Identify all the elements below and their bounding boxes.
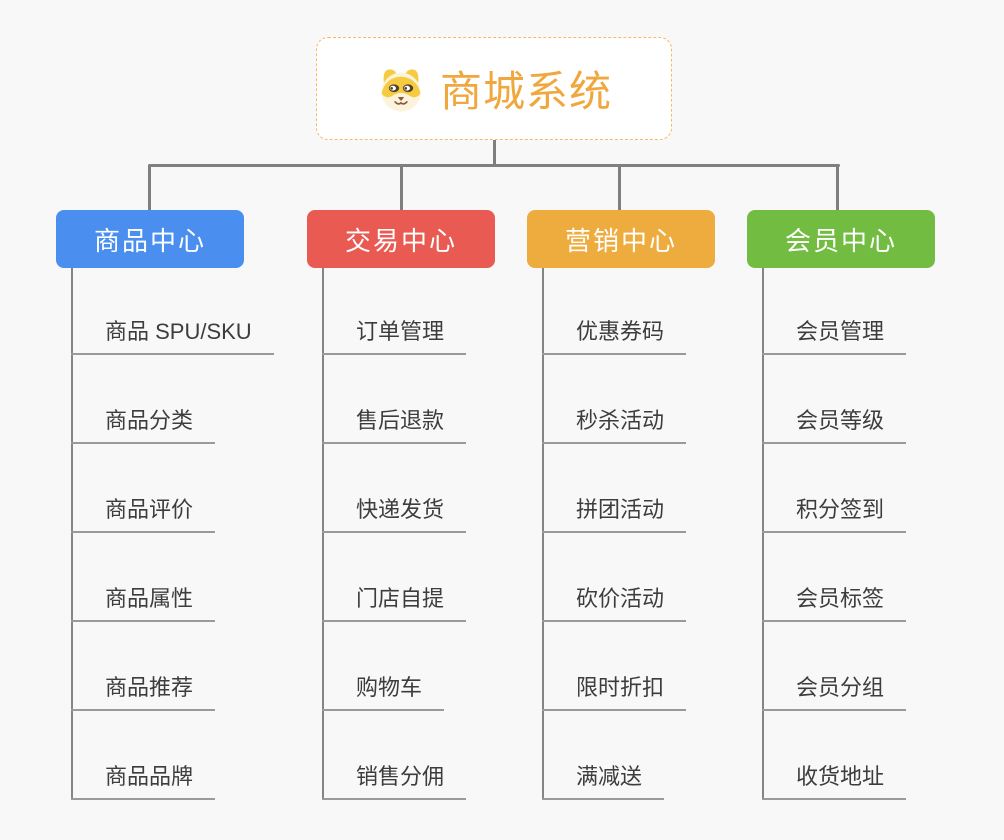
mindmap-node-item[interactable]: 销售分佣 [322, 758, 467, 800]
mindmap-node-item[interactable]: 积分签到 [762, 491, 907, 533]
branch-label: 商品中心 [93, 225, 206, 256]
mindmap-node-item[interactable]: 会员分组 [762, 669, 907, 711]
mindmap-node-item[interactable]: 满减送 [542, 758, 665, 800]
mindmap-node-item[interactable]: 商品品牌 [71, 758, 216, 800]
node-label: 快递发货 [356, 497, 445, 522]
branch-spine-line [71, 268, 73, 800]
mindmap-node-item[interactable]: 拼团活动 [542, 491, 687, 533]
node-label: 收货地址 [796, 764, 885, 789]
node-label: 拼团活动 [576, 497, 665, 522]
branch-label: 交易中心 [344, 225, 457, 256]
branch-header-product-center[interactable]: 商品中心 [56, 210, 244, 268]
mindmap-node-item[interactable]: 购物车 [322, 669, 445, 711]
mindmap-node-item[interactable]: 会员等级 [762, 402, 907, 444]
mindmap-node-item[interactable]: 限时折扣 [542, 669, 687, 711]
branch-member-center: 会员中心 会员管理 会员等级 积分签到 会员标签 会员分组 收货地址 [747, 210, 997, 810]
mindmap-node-item[interactable]: 商品属性 [71, 580, 216, 622]
node-label: 秒杀活动 [576, 408, 665, 433]
branch-label: 会员中心 [784, 225, 897, 256]
mindmap-node-item[interactable]: 砍价活动 [542, 580, 687, 622]
connector-drop [618, 166, 621, 210]
connector-drop [836, 166, 839, 210]
branch-label: 营销中心 [564, 225, 677, 256]
node-label: 商品品牌 [105, 764, 194, 789]
mindmap-node-item[interactable]: 商品 SPU/SKU [71, 313, 274, 355]
mindmap-node-item[interactable]: 优惠券码 [542, 313, 687, 355]
mindmap-node-item[interactable]: 门店自提 [322, 580, 467, 622]
root-title: 商城系统 [439, 68, 612, 115]
connector-horizontal-bar [148, 164, 840, 167]
node-label: 商品推荐 [105, 675, 194, 700]
mindmap-node-item[interactable]: 会员管理 [762, 313, 907, 355]
mindmap-node-item[interactable]: 订单管理 [322, 313, 467, 355]
branch-spine-line [762, 268, 764, 800]
branch-trade-center: 交易中心 订单管理 售后退款 快递发货 门店自提 购物车 销售分佣 [307, 210, 557, 810]
node-label: 商品评价 [105, 497, 194, 522]
mindmap-node-item[interactable]: 秒杀活动 [542, 402, 687, 444]
node-label: 商品属性 [105, 586, 194, 611]
mindmap-node-item[interactable]: 收货地址 [762, 758, 907, 800]
mindmap-node-item[interactable]: 售后退款 [322, 402, 467, 444]
branch-spine-line [542, 268, 544, 800]
node-label: 满减送 [576, 764, 643, 789]
branch-product-center: 商品中心 商品 SPU/SKU 商品分类 商品评价 商品属性 商品推荐 商品品牌 [56, 210, 306, 810]
node-label: 售后退款 [356, 408, 445, 433]
node-label: 购物车 [356, 675, 423, 700]
node-label: 积分签到 [796, 497, 885, 522]
branch-header-marketing-center[interactable]: 营销中心 [527, 210, 715, 268]
mindmap-node-item[interactable]: 商品分类 [71, 402, 216, 444]
mindmap-node-item[interactable]: 会员标签 [762, 580, 907, 622]
node-label: 优惠券码 [576, 319, 665, 344]
connector-drop [148, 166, 151, 210]
node-label: 会员分组 [796, 675, 885, 700]
node-label: 订单管理 [356, 319, 445, 344]
branch-marketing-center: 营销中心 优惠券码 秒杀活动 拼团活动 砍价活动 限时折扣 满减送 [527, 210, 777, 810]
connector-drop [400, 166, 403, 210]
node-label: 砍价活动 [576, 586, 665, 611]
root-node[interactable]: 商城系统 [316, 37, 672, 140]
node-label: 限时折扣 [576, 675, 665, 700]
mindmap-node-item[interactable]: 商品推荐 [71, 669, 216, 711]
mindmap-node-item[interactable]: 快递发货 [322, 491, 467, 533]
mindmap-node-item[interactable]: 商品评价 [71, 491, 216, 533]
node-label: 会员标签 [796, 586, 885, 611]
node-label: 商品分类 [105, 408, 194, 433]
connector-root-stem [493, 140, 496, 166]
node-label: 会员管理 [796, 319, 885, 344]
node-label: 商品 SPU/SKU [105, 319, 252, 344]
node-label: 门店自提 [356, 586, 445, 611]
branch-spine-line [322, 268, 324, 800]
branch-header-trade-center[interactable]: 交易中心 [307, 210, 495, 268]
node-label: 销售分佣 [356, 764, 445, 789]
node-label: 会员等级 [796, 408, 885, 433]
branch-header-member-center[interactable]: 会员中心 [747, 210, 935, 268]
dog-face-icon [376, 64, 426, 114]
